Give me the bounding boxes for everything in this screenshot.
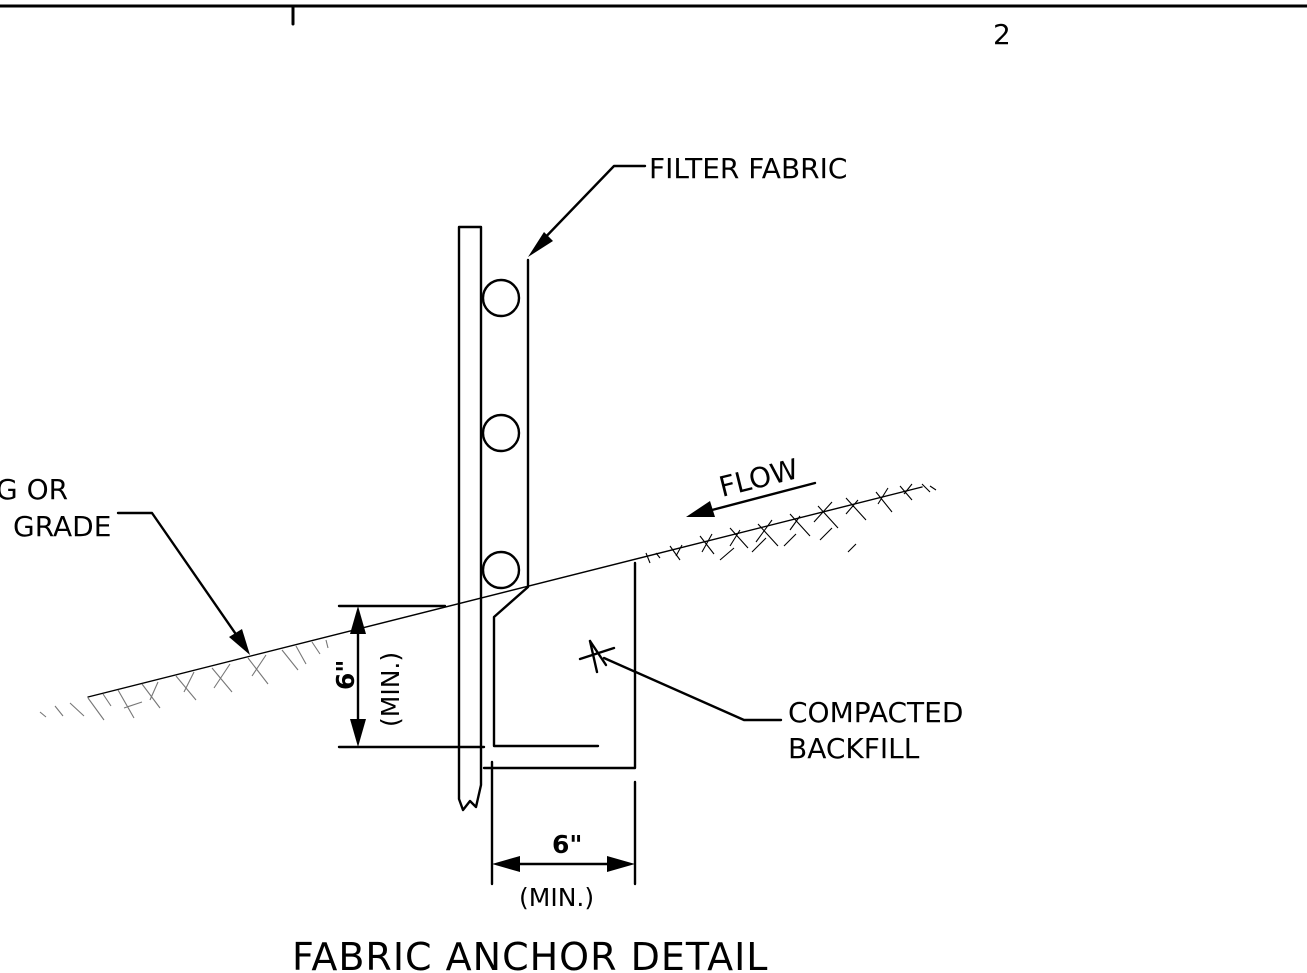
flow-label: FLOW xyxy=(716,452,802,503)
depth-dimension-value: 6" xyxy=(331,660,360,690)
filter-fabric-line xyxy=(492,258,600,748)
filter-fabric-leader xyxy=(528,164,647,257)
ground-hatch-right xyxy=(645,483,937,564)
depth-dimension-note: (MIN.) xyxy=(376,652,405,727)
width-dimension xyxy=(490,760,637,886)
sheet-number: 2 xyxy=(993,18,1011,51)
fabric-tie-top xyxy=(481,278,521,318)
detail-title: FABRIC ANCHOR DETAIL xyxy=(292,935,768,973)
filter-fabric-label: FILTER FABRIC xyxy=(649,152,847,185)
compacted-label-line1: COMPACTED xyxy=(788,696,963,729)
grade-label-line1: G OR xyxy=(0,473,68,506)
ground-line xyxy=(87,486,923,698)
flow-arrow xyxy=(686,481,817,517)
grade-leader xyxy=(116,511,250,655)
grade-label-line2: GRADE xyxy=(13,510,111,543)
ground-hatch-left xyxy=(39,639,329,721)
width-dimension-value: 6" xyxy=(552,830,582,859)
compacted-label-line2: BACKFILL xyxy=(788,732,920,765)
backfill-leader xyxy=(578,639,783,722)
depth-dimension xyxy=(337,604,486,749)
fabric-tie-bottom xyxy=(481,550,521,590)
fence-post xyxy=(457,225,483,812)
fabric-tie-middle xyxy=(481,413,521,453)
width-dimension-note: (MIN.) xyxy=(519,883,594,912)
anchor-trench xyxy=(482,561,637,770)
